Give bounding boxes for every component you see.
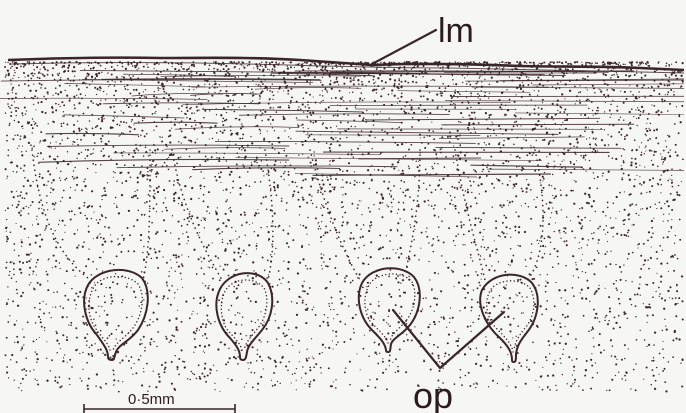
leader-op-right <box>440 312 504 368</box>
laminated-strata <box>0 70 684 177</box>
label-op: op <box>413 375 453 413</box>
pore-2 <box>216 273 272 360</box>
leader-op-left <box>393 310 440 368</box>
pores <box>84 268 538 362</box>
pore-4 <box>480 275 538 362</box>
surface-membrane-lm <box>8 58 684 70</box>
dotted-column-outlines <box>32 150 543 283</box>
stipple-texture <box>4 61 684 393</box>
label-lm: lm <box>438 12 474 50</box>
scale-label: 0·5mm <box>128 391 175 408</box>
leader-lm <box>372 30 436 64</box>
pore-1 <box>84 270 148 360</box>
